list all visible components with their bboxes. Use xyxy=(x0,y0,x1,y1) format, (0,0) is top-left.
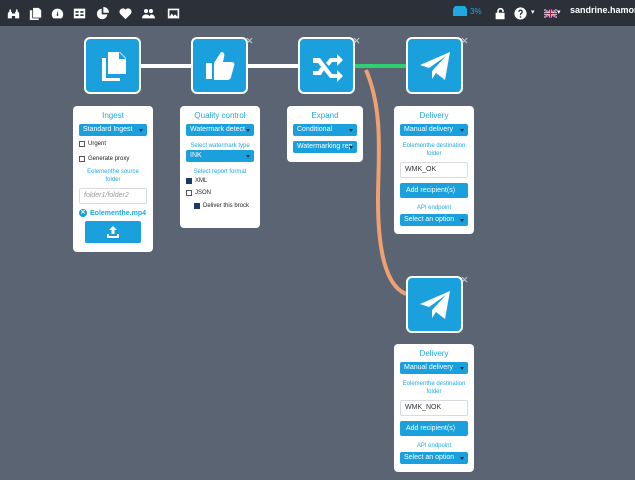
ingest-type-select[interactable]: Standard Ingest xyxy=(79,124,147,136)
json-checkbox[interactable]: JSON xyxy=(186,190,254,196)
close-icon[interactable]: × xyxy=(245,33,254,48)
xml-checkbox[interactable]: XML xyxy=(186,178,254,184)
ingest-card: Ingest Standard Ingest Urgent Generate p… xyxy=(73,106,153,252)
binoculars-icon[interactable] xyxy=(5,5,21,21)
quality-control-card: Quality control Watermark detect Select … xyxy=(180,106,260,228)
add-recipient-button[interactable]: Add recipient(s) xyxy=(400,183,468,198)
close-icon[interactable]: × xyxy=(460,33,469,48)
dashboard-icon[interactable] xyxy=(49,5,65,21)
help-icon[interactable] xyxy=(512,5,528,21)
storage-icon xyxy=(453,6,467,16)
watermark-type-label: Select watermark type xyxy=(190,143,250,149)
delivery-ok-card: Delivery Manual delivery Eolementhe dest… xyxy=(394,106,474,234)
delivery-nok-node[interactable] xyxy=(406,276,463,333)
close-icon[interactable]: × xyxy=(460,272,469,287)
card-title: Expand xyxy=(311,111,339,120)
user-name[interactable]: sandrine.hamon@ xyxy=(570,5,635,15)
dest-folder-label: Eolementhe destination folder xyxy=(402,381,466,395)
watermark-type-select[interactable]: INK xyxy=(186,150,254,162)
api-endpoint-label: API endpoint xyxy=(416,205,452,211)
delivery-ok-node[interactable] xyxy=(406,37,463,94)
qc-type-select[interactable]: Watermark detect xyxy=(186,124,254,136)
source-folder-label: Eolementhe source folder xyxy=(87,169,139,183)
urgent-checkbox[interactable]: Urgent xyxy=(79,141,147,147)
expand-node[interactable] xyxy=(298,37,355,94)
upload-icon xyxy=(107,226,119,238)
expand-card: Expand Conditional Watermarking rep xyxy=(287,106,363,162)
storage-percent: 3% xyxy=(470,6,482,16)
condition-select[interactable]: Watermarking rep xyxy=(293,141,357,153)
image-icon[interactable] xyxy=(165,5,181,21)
remove-file-icon[interactable]: ✕ xyxy=(79,209,87,217)
card-title: Ingest xyxy=(102,111,124,120)
copy-icon xyxy=(101,51,126,81)
top-toolbar: 3% ▾ ▾ sandrine.hamon@ xyxy=(0,0,635,26)
source-folder-input[interactable]: folder1/folder2 xyxy=(79,188,147,204)
quality-control-node[interactable] xyxy=(191,37,248,94)
delivery-type-select[interactable]: Manual delivery xyxy=(400,362,468,374)
dest-folder-input[interactable]: WMK_NOK xyxy=(400,400,468,416)
table-icon[interactable] xyxy=(71,5,87,21)
report-format-label: Select report format xyxy=(193,169,247,175)
deliver-checkbox[interactable]: Deliver this brock xyxy=(194,203,254,209)
paper-plane-icon xyxy=(419,290,450,319)
delivery-type-select[interactable]: Manual delivery xyxy=(400,124,468,136)
ingest-node[interactable] xyxy=(84,37,141,94)
lock-icon[interactable] xyxy=(492,5,508,21)
expand-type-select[interactable]: Conditional xyxy=(293,124,357,136)
chevron-down-icon[interactable]: ▾ xyxy=(531,9,535,16)
card-title: Delivery xyxy=(419,349,449,358)
api-endpoint-select[interactable]: Select an option xyxy=(400,214,468,226)
api-endpoint-label: API endpoint xyxy=(416,443,452,449)
heartbeat-icon[interactable] xyxy=(117,5,133,21)
file-item[interactable]: ✕Eolementhe.mp4 xyxy=(79,209,147,217)
api-endpoint-select[interactable]: Select an option xyxy=(400,452,468,464)
flag-uk-icon[interactable] xyxy=(542,5,558,21)
link-expand-delivery-nok[interactable] xyxy=(364,69,407,296)
paper-plane-icon xyxy=(419,51,450,80)
chevron-down-icon[interactable]: ▾ xyxy=(557,9,561,16)
upload-button[interactable] xyxy=(85,221,141,243)
delivery-nok-card: Delivery Manual delivery Eolementhe dest… xyxy=(394,344,474,472)
close-icon[interactable]: × xyxy=(352,33,361,48)
storage-indicator[interactable]: 3% xyxy=(453,6,482,16)
thumbs-up-icon xyxy=(205,51,234,80)
add-recipient-button[interactable]: Add recipient(s) xyxy=(400,421,468,436)
card-title: Delivery xyxy=(419,111,449,120)
users-icon[interactable] xyxy=(140,5,156,21)
dest-folder-input[interactable]: WMK_OK xyxy=(400,162,468,178)
shuffle-icon xyxy=(312,53,343,82)
generate-proxy-checkbox[interactable]: Generate proxy xyxy=(79,156,147,162)
dest-folder-label: Eolementhe destination folder xyxy=(402,143,466,157)
card-title: Quality control xyxy=(194,111,246,120)
copy-icon[interactable] xyxy=(27,5,43,21)
pie-chart-icon[interactable] xyxy=(94,5,110,21)
